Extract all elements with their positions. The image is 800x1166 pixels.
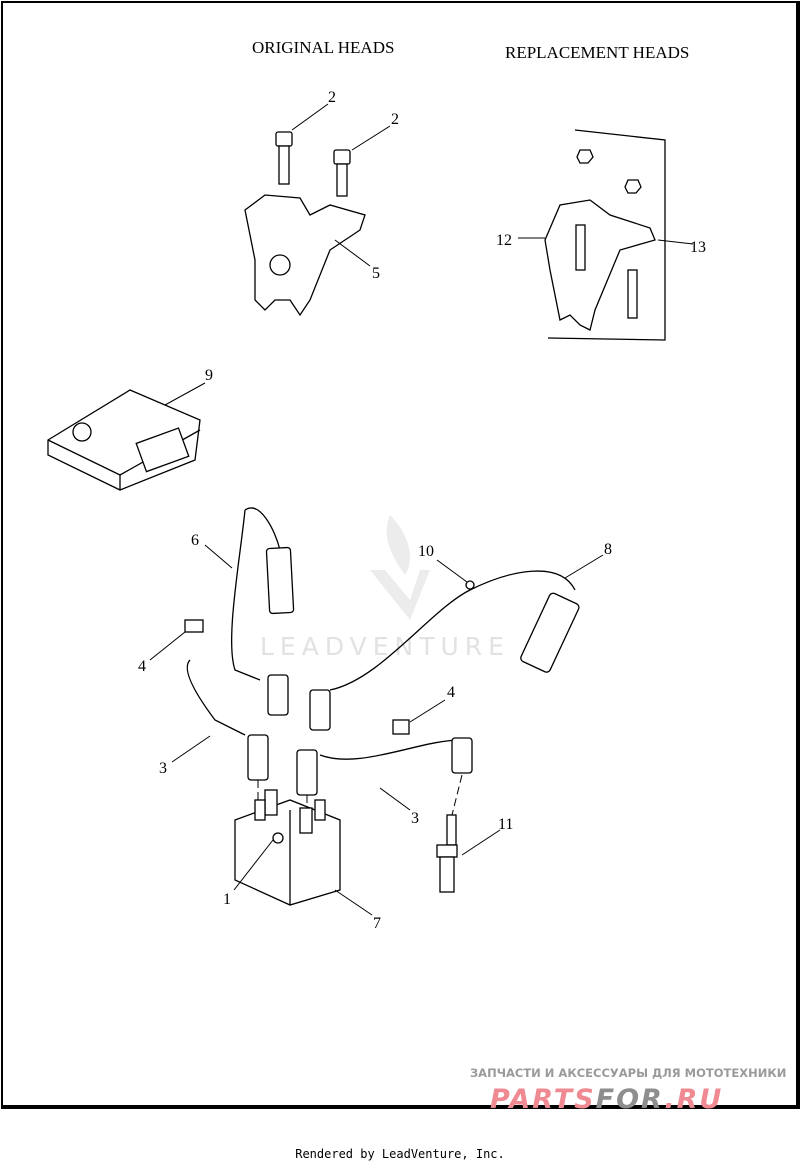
callout-2a: 2 bbox=[328, 89, 336, 106]
rendered-by-footer: Rendered by LeadVenture, Inc. bbox=[295, 1147, 505, 1161]
shop-logo-part: PARTS bbox=[490, 1084, 596, 1115]
callout-12: 12 bbox=[496, 232, 512, 249]
leadventure-logo-icon bbox=[370, 515, 430, 620]
leader-lines bbox=[149, 103, 694, 916]
clip-part-4b[interactable] bbox=[392, 719, 410, 735]
ignition-coil-part-7[interactable] bbox=[234, 789, 341, 906]
shop-tagline-watermark: ЗАПЧАСТИ И АКСЕССУАРЫ ДЛЯ МОТОТЕХНИКИ bbox=[470, 1066, 787, 1080]
callout-3b: 3 bbox=[411, 810, 419, 827]
leadventure-watermark: LEADVENTURE bbox=[260, 632, 510, 661]
shop-logo-part: .RU bbox=[664, 1084, 724, 1115]
callout-4b: 4 bbox=[447, 684, 455, 701]
callout-6: 6 bbox=[191, 532, 199, 549]
callout-4a: 4 bbox=[138, 658, 146, 675]
spark-plug-part-11[interactable] bbox=[436, 814, 458, 893]
callout-9: 9 bbox=[205, 367, 213, 384]
replacement-bracket-box bbox=[547, 129, 666, 341]
clip-part-4a[interactable] bbox=[184, 619, 204, 633]
bolt-part-2a[interactable] bbox=[275, 131, 293, 185]
callout-3a: 3 bbox=[159, 760, 167, 777]
callout-2b: 2 bbox=[391, 111, 399, 128]
spark-plug-wire-part-3a[interactable] bbox=[186, 659, 246, 736]
ignition-module-part-9[interactable] bbox=[47, 389, 201, 491]
callout-11: 11 bbox=[498, 816, 513, 833]
diagram-frame bbox=[1, 1, 800, 1109]
spark-plug-wire-part-3b[interactable] bbox=[319, 739, 461, 760]
spark-plug-wire-part-8[interactable] bbox=[329, 570, 576, 691]
bolt-part-2b[interactable] bbox=[333, 149, 351, 197]
stud-icon bbox=[627, 269, 638, 319]
stud-icon bbox=[575, 224, 586, 271]
callout-5: 5 bbox=[372, 265, 380, 282]
spark-plug-wire-part-6[interactable] bbox=[230, 507, 281, 681]
callout-7: 7 bbox=[373, 915, 381, 932]
bracket-part-12[interactable] bbox=[544, 199, 656, 331]
heading-replacement-heads: REPLACEMENT HEADS bbox=[505, 43, 689, 62]
plug-boot-icon bbox=[451, 737, 473, 774]
callout-8: 8 bbox=[604, 541, 612, 558]
heading-original-heads: ORIGINAL HEADS bbox=[252, 38, 394, 57]
callout-13: 13 bbox=[690, 239, 706, 256]
callout-10: 10 bbox=[418, 543, 434, 560]
shop-logo-part: FOR bbox=[595, 1084, 665, 1115]
shop-logo-watermark: PARTSFOR.RU bbox=[490, 1086, 723, 1114]
callout-1: 1 bbox=[223, 891, 231, 908]
wire-clip-part-10[interactable] bbox=[465, 580, 475, 590]
bracket-part-5[interactable] bbox=[244, 194, 366, 317]
